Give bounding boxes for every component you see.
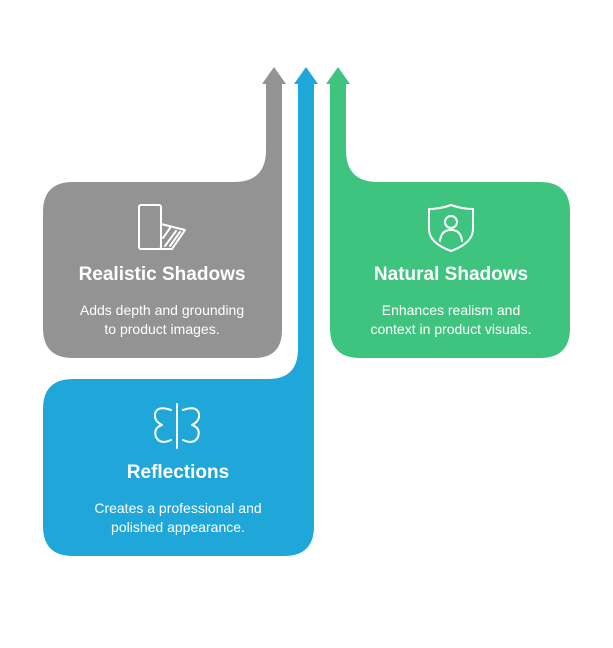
realistic-shadows-desc-1: Adds depth and grounding	[79, 302, 245, 318]
butterfly-icon	[153, 403, 201, 449]
realistic-shadows-text: Realistic Shadows Adds depth and groundi…	[43, 264, 281, 339]
realistic-shadows-card	[43, 67, 286, 358]
reflections-arrowhead	[294, 67, 318, 84]
natural-shadows-text: Natural Shadows Enhances realism and con…	[332, 264, 570, 339]
natural-shadows-title: Natural Shadows	[373, 264, 529, 285]
natural-shadows-desc-2: context in product visuals.	[370, 321, 532, 337]
realistic-shadows-title: Realistic Shadows	[78, 264, 246, 285]
reflections-desc-2: polished appearance.	[111, 519, 245, 535]
natural-shadows-shape	[330, 84, 570, 358]
natural-shadows-desc-1: Enhances realism and	[381, 302, 521, 318]
user-shield-icon	[428, 204, 474, 252]
reflections-desc-1: Creates a professional and	[94, 500, 262, 516]
natural-shadows-arrowhead	[326, 67, 350, 84]
realistic-shadows-arrowhead	[262, 67, 286, 84]
natural-shadows-card	[326, 67, 570, 358]
reflections-shape	[43, 84, 314, 556]
reflections-title: Reflections	[126, 462, 230, 483]
shadow-icon	[138, 204, 186, 250]
realistic-shadows-desc-2: to product images.	[104, 321, 220, 337]
realistic-shadows-shape	[43, 84, 282, 358]
reflections-card	[43, 67, 318, 556]
reflections-text: Reflections Creates a professional and p…	[43, 462, 313, 537]
